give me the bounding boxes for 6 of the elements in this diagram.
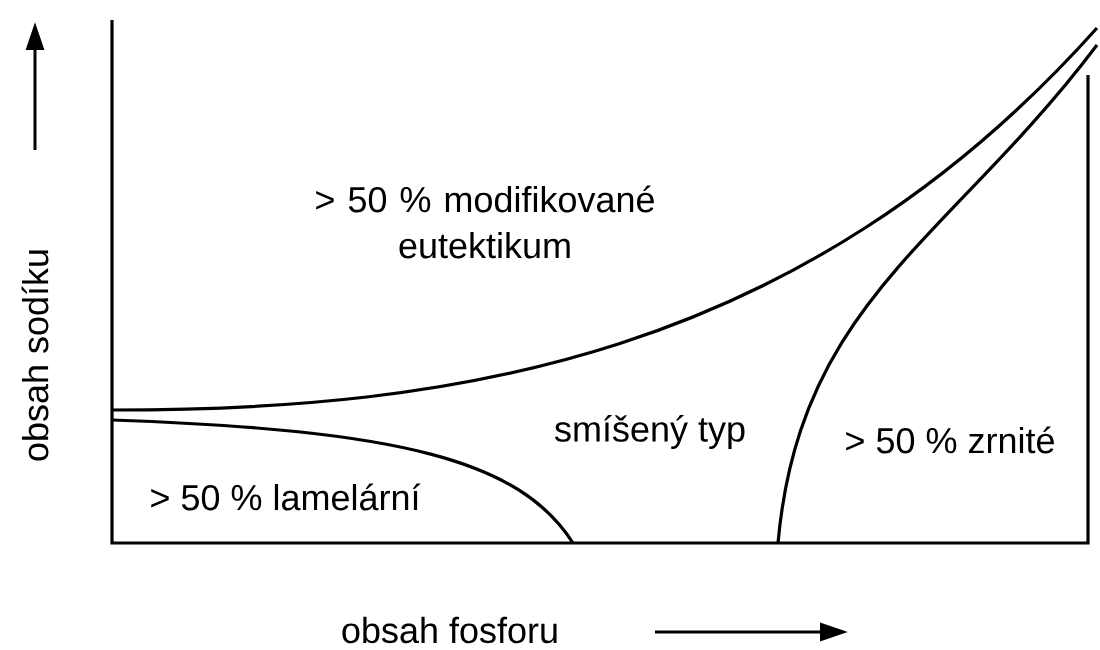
region-label: > 50 % lamelární bbox=[151, 483, 421, 511]
region-label: > 50 % zrnité bbox=[846, 426, 1054, 454]
region-label: smíšený typ bbox=[555, 415, 745, 449]
axis-label: obsah sodíku bbox=[21, 250, 49, 461]
region-label: > 50 % modifikované eutektikum bbox=[316, 185, 654, 259]
axis-label: obsah fosforu bbox=[342, 616, 557, 644]
